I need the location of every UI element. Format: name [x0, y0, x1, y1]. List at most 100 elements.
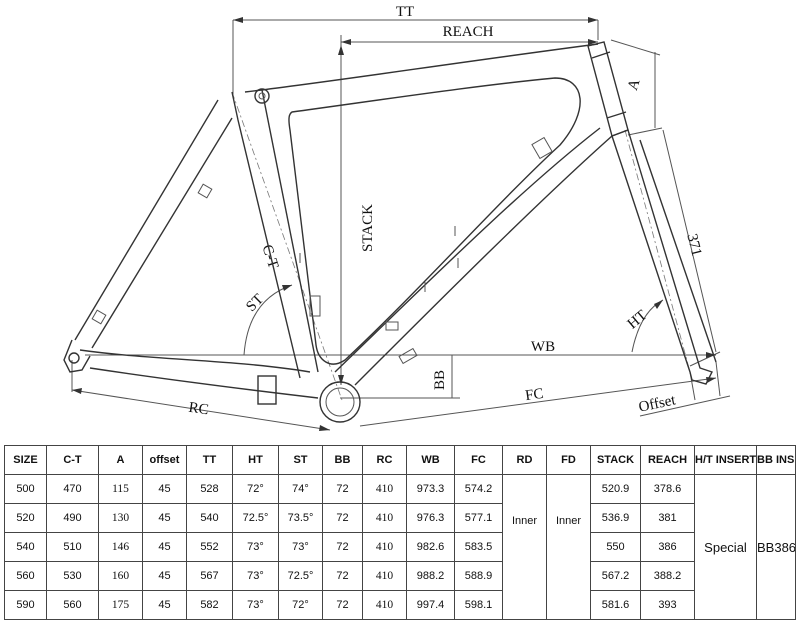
cell-stack: 567.2	[590, 561, 641, 591]
cell-fc: 577.1	[454, 503, 503, 533]
cell-st: 73.5°	[278, 503, 323, 533]
cell-size: 520	[4, 503, 47, 533]
cell-stack: 581.6	[590, 590, 641, 620]
cell-a: 146	[98, 532, 143, 562]
cell-ht: 72.5°	[232, 503, 279, 533]
col-header-reach: REACH	[640, 445, 695, 475]
cell-size: 590	[4, 590, 47, 620]
cell-tt: 552	[186, 532, 233, 562]
st-angle-label: ST	[243, 291, 267, 315]
cell-reach: 393	[640, 590, 695, 620]
cell-st: 74°	[278, 474, 323, 504]
cell-fc: 583.5	[454, 532, 503, 562]
cell-offset: 45	[142, 474, 187, 504]
cell-st: 72°	[278, 590, 323, 620]
col-header-wb: WB	[406, 445, 455, 475]
col-header-fc: FC	[454, 445, 503, 475]
cell-ht: 73°	[232, 590, 279, 620]
cell-reach: 381	[640, 503, 695, 533]
cell-tt: 540	[186, 503, 233, 533]
table-row: 540 510 146 45 552 73° 73° 72 410 982.6 …	[4, 532, 796, 562]
geometry-spec-table: SIZE C-T A offset TT HT ST BB RC WB FC R…	[4, 445, 796, 620]
cell-ht: 73°	[232, 561, 279, 591]
cell-offset: 45	[142, 590, 187, 620]
cell-a: 130	[98, 503, 143, 533]
offset-dimension-line	[639, 395, 731, 417]
col-header-bb: BB	[322, 445, 363, 475]
col-header-st: ST	[278, 445, 323, 475]
cell-stack: 550	[590, 532, 641, 562]
table-row: 520 490 130 45 540 72.5° 73.5° 72 410 97…	[4, 503, 796, 533]
col-header-bb-insert: BB INSERT	[756, 445, 796, 475]
cell-size: 540	[4, 532, 47, 562]
cell-fd-merged: Inner	[546, 474, 591, 620]
cell-bb-insert-merged: BB386	[756, 474, 796, 620]
cell-a: 175	[98, 590, 143, 620]
cell-rc: 410	[362, 561, 407, 591]
rc-label: RC	[188, 400, 210, 419]
col-header-size: SIZE	[4, 445, 47, 475]
cell-reach: 378.6	[640, 474, 695, 504]
cell-bb: 72	[322, 532, 363, 562]
cell-offset: 45	[142, 532, 187, 562]
cell-rc: 410	[362, 503, 407, 533]
cell-ht: 72°	[232, 474, 279, 504]
cell-wb: 988.2	[406, 561, 455, 591]
col-header-fd: FD	[546, 445, 591, 475]
cell-wb: 976.3	[406, 503, 455, 533]
fork-length-label: 371	[683, 232, 704, 258]
bottom-bracket-shell	[319, 381, 361, 423]
cell-wb: 973.3	[406, 474, 455, 504]
table-header-row: SIZE C-T A offset TT HT ST BB RC WB FC R…	[4, 445, 796, 475]
cell-bb: 72	[322, 590, 363, 620]
cell-rd-merged: Inner	[502, 474, 547, 620]
bb-label: BB	[432, 370, 448, 390]
col-header-a: A	[98, 445, 143, 475]
cell-a: 160	[98, 561, 143, 591]
cell-reach: 386	[640, 532, 695, 562]
cell-tt: 582	[186, 590, 233, 620]
ct-label: C-T	[258, 243, 281, 271]
cell-wb: 982.6	[406, 532, 455, 562]
wb-label: WB	[531, 339, 555, 355]
table-row: 500 470 115 45 528 72° 74° 72 410 973.3 …	[4, 474, 796, 620]
cell-offset: 45	[142, 503, 187, 533]
tt-label: TT	[396, 4, 414, 20]
fc-label: FC	[524, 386, 544, 404]
col-header-rc: RC	[362, 445, 407, 475]
cell-tt: 567	[186, 561, 233, 591]
cell-size: 500	[4, 474, 47, 504]
cell-fc: 588.9	[454, 561, 503, 591]
cell-rc: 410	[362, 474, 407, 504]
cell-fc: 598.1	[454, 590, 503, 620]
cell-reach: 388.2	[640, 561, 695, 591]
cell-st: 72.5°	[278, 561, 323, 591]
cell-a: 115	[98, 474, 143, 504]
stack-label: STACK	[360, 204, 376, 252]
frame-geometry-diagram: TT REACH STACK A 371 HT WB BB RC FC Offs…	[63, 4, 731, 431]
cell-bb: 72	[322, 561, 363, 591]
cell-size: 560	[4, 561, 47, 591]
fc-dimension-line	[359, 377, 717, 427]
cell-stack: 536.9	[590, 503, 641, 533]
cell-ct: 470	[46, 474, 99, 504]
col-header-tt: TT	[186, 445, 233, 475]
fork-length-dimension-line	[662, 129, 717, 353]
reach-label: REACH	[443, 24, 494, 40]
table-row: 590 560 175 45 582 73° 72° 72 410 997.4 …	[4, 590, 796, 620]
cell-bb: 72	[322, 503, 363, 533]
a-label: A	[625, 77, 644, 92]
col-header-ct: C-T	[46, 445, 99, 475]
cell-fc: 574.2	[454, 474, 503, 504]
col-header-ht-insert: H/T INSERT	[694, 445, 757, 475]
cell-rc: 410	[362, 590, 407, 620]
cell-ct: 510	[46, 532, 99, 562]
cell-bb: 72	[322, 474, 363, 504]
offset-label: Offset	[637, 392, 678, 416]
col-header-ht: HT	[232, 445, 279, 475]
bicycle-frame-drawing	[63, 41, 717, 423]
col-header-rd: RD	[502, 445, 547, 475]
col-header-stack: STACK	[590, 445, 641, 475]
cell-rc: 410	[362, 532, 407, 562]
table-row: 560 530 160 45 567 73° 72.5° 72 410 988.…	[4, 561, 796, 591]
